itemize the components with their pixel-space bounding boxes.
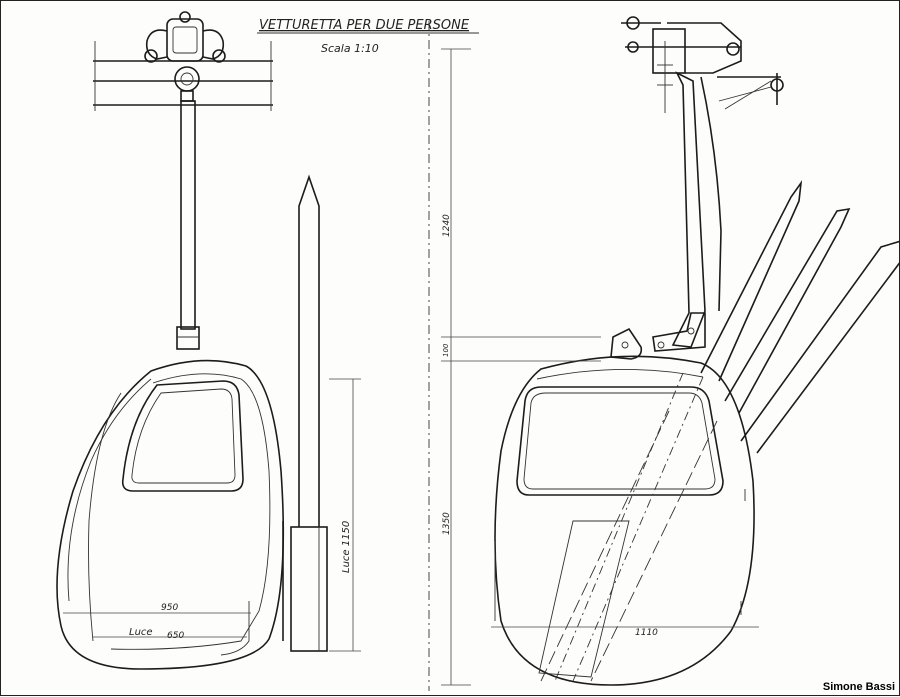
side-skis [538,180,900,682]
dim-1240: 1240 [442,214,452,237]
dim-luce-label: Luce [129,627,153,638]
dim-1110: 1110 [635,628,658,638]
side-view: 1110 1240 100 1350 [441,16,900,686]
scale-label: Scala 1:10 [321,42,379,55]
side-cabin-body [494,355,755,686]
front-window [121,380,244,492]
side-grip-assembly [621,16,784,113]
dim-luce-1150: Luce 1150 [341,521,352,573]
front-view: 950 Luce 650 Luce 1150 [56,11,361,670]
front-ski [298,174,320,527]
side-window [516,386,724,496]
side-hanger-bracket [652,312,706,352]
dim-650: 650 [167,631,184,641]
front-grip-assembly [144,11,226,102]
author-credit: Simone Bassi [822,681,895,693]
front-ski-holder [290,526,328,652]
side-hanger-arm [671,71,706,348]
dim-1350: 1350 [442,512,452,535]
drawing-title: VETTURETTA PER DUE PERSONE [259,18,470,33]
side-roof-fitting [610,327,643,360]
front-hanger-joint [176,326,200,350]
front-cabin-body [56,359,285,670]
front-hanger-arm [180,100,196,330]
dim-100: 100 [442,343,450,357]
dim-950: 950 [161,603,178,613]
